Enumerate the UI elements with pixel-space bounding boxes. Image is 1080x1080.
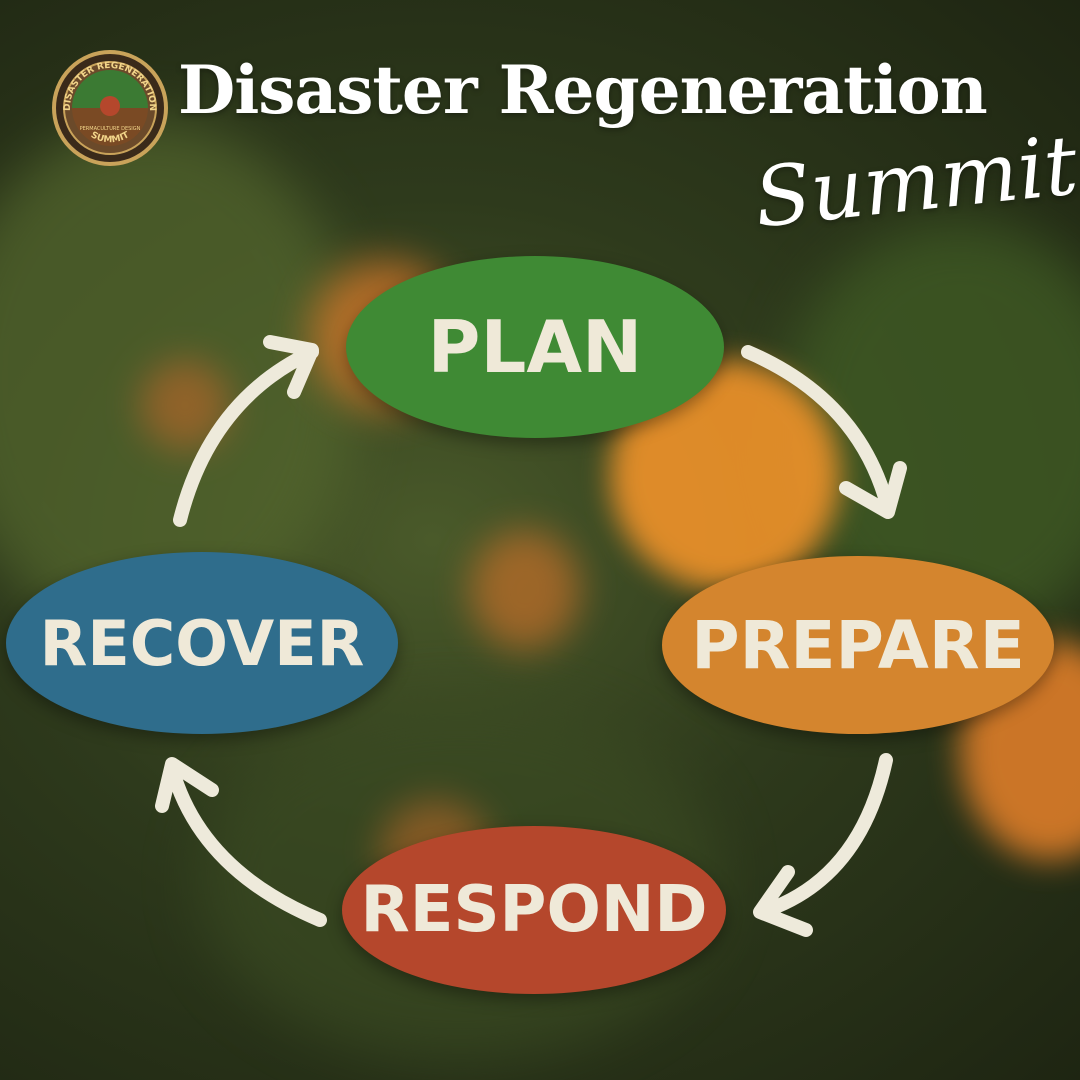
logo-middle-text: PERMACULTURE DESIGN <box>80 126 141 132</box>
arrow-head-plan-to-prepare <box>839 461 907 519</box>
cycle-node-label: RECOVER <box>39 606 365 680</box>
arrow-respond-to-recover <box>165 761 327 927</box>
arrow-prepare-to-respond <box>755 753 893 919</box>
cycle-node-recover: RECOVER <box>6 552 398 734</box>
arrow-head-prepare-to-respond <box>753 865 813 937</box>
header: DISASTER REGENERATION PERMACULTURE DESIG… <box>50 48 1080 288</box>
arrow-head-recover-to-plan <box>263 335 319 399</box>
cycle-node-label: PREPARE <box>691 606 1025 684</box>
svg-text:SUMMIT: SUMMIT <box>89 130 132 145</box>
cycle-node-label: RESPOND <box>360 873 708 947</box>
cycle-node-plan: PLAN <box>346 256 724 438</box>
page-title: Disaster Regeneration <box>178 51 988 129</box>
arrow-plan-to-prepare <box>741 345 895 515</box>
arrow-group <box>155 335 907 937</box>
cycle-node-respond: RESPOND <box>342 826 726 994</box>
cycle-node-prepare: PREPARE <box>662 556 1054 734</box>
summit-logo: DISASTER REGENERATION PERMACULTURE DESIG… <box>52 50 168 166</box>
arrow-head-recover-target <box>155 757 219 813</box>
logo-bottom-text: SUMMIT <box>89 130 132 145</box>
background-orange <box>470 530 580 650</box>
cycle-node-label: PLAN <box>427 305 643 389</box>
arrow-recover-to-plan <box>173 345 319 527</box>
